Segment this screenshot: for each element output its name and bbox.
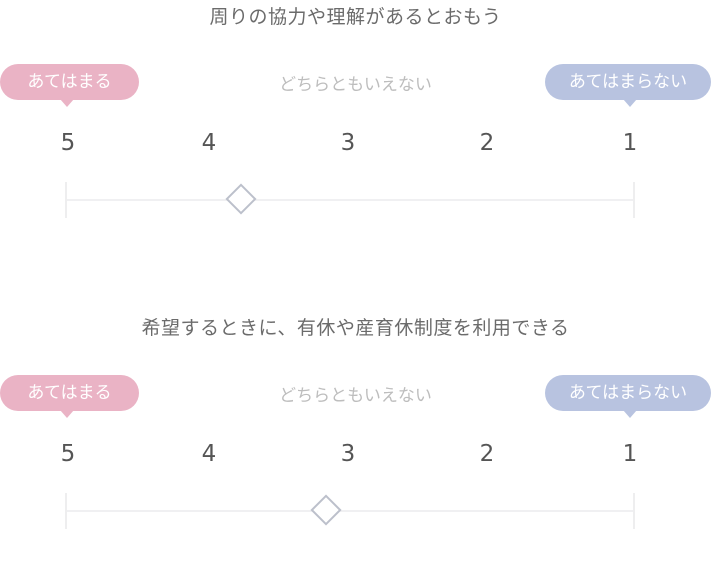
scale-number-5: 5 bbox=[60, 130, 76, 156]
disagree-label-text: あてはまらない bbox=[568, 72, 688, 92]
scale-number-3: 3 bbox=[340, 441, 356, 467]
slider-track[interactable] bbox=[66, 510, 634, 512]
question-block-2: 希望するときに、有休や産育休制度を利用できる あてはまる どちらともいえない あ… bbox=[0, 311, 711, 561]
speech-tail bbox=[623, 99, 637, 107]
scale-number-2: 2 bbox=[479, 130, 495, 156]
question-text: 希望するときに、有休や産育休制度を利用できる bbox=[141, 317, 570, 339]
scale-number-4: 4 bbox=[201, 130, 217, 156]
speech-tail bbox=[623, 410, 637, 418]
slider-track-start bbox=[65, 493, 67, 529]
slider-track[interactable] bbox=[66, 199, 634, 201]
scale-number-1: 1 bbox=[622, 441, 638, 467]
speech-tail bbox=[60, 99, 74, 107]
neutral-label: どちらともいえない bbox=[279, 386, 432, 406]
slider-handle[interactable] bbox=[310, 494, 342, 526]
slider-track-end bbox=[633, 493, 635, 529]
neutral-label: どちらともいえない bbox=[279, 75, 432, 95]
speech-tail bbox=[60, 410, 74, 418]
slider-track-end bbox=[633, 182, 635, 218]
agree-label: あてはまる bbox=[0, 64, 139, 107]
slider-track-start bbox=[65, 182, 67, 218]
scale-number-1: 1 bbox=[622, 130, 638, 156]
slider-handle[interactable] bbox=[225, 183, 257, 215]
scale-number-5: 5 bbox=[60, 441, 76, 467]
scale-number-4: 4 bbox=[201, 441, 217, 467]
disagree-label: あてはまらない bbox=[545, 375, 711, 418]
scale-number-2: 2 bbox=[479, 441, 495, 467]
agree-label-text: あてはまる bbox=[27, 72, 112, 92]
scale-number-3: 3 bbox=[340, 130, 356, 156]
question-text: 周りの協力や理解があるとおもう bbox=[209, 6, 502, 28]
agree-label-text: あてはまる bbox=[27, 383, 112, 403]
agree-label: あてはまる bbox=[0, 375, 139, 418]
question-block-1: 周りの協力や理解があるとおもう あてはまる どちらともいえない あてはまらない … bbox=[0, 0, 711, 250]
disagree-label: あてはまらない bbox=[545, 64, 711, 107]
disagree-label-text: あてはまらない bbox=[568, 383, 688, 403]
